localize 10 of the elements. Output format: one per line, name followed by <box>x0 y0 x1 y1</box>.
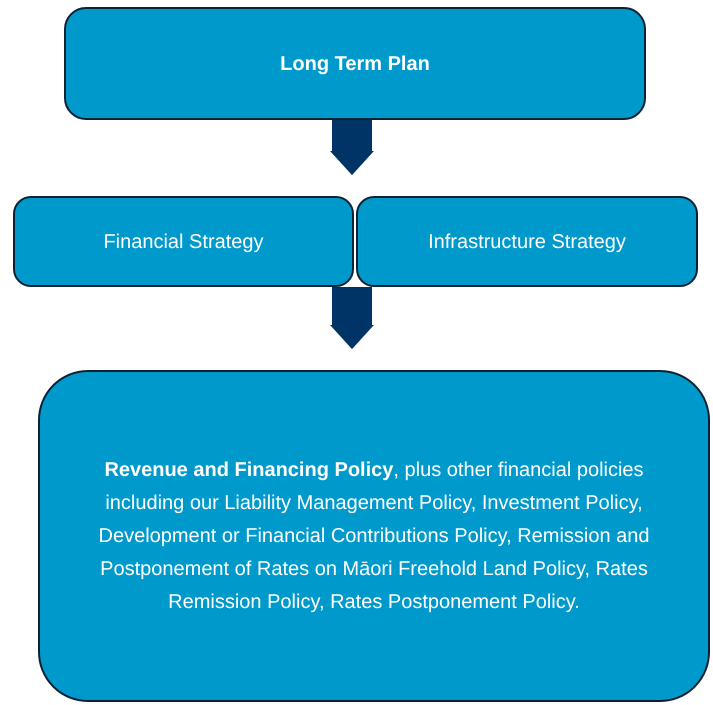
process-box <box>13 196 354 287</box>
box-text: Infrastructure Strategy <box>428 230 626 254</box>
process-box <box>356 196 698 287</box>
block-arrow <box>330 287 374 350</box>
process-box <box>64 7 646 120</box>
box-text: Financial Strategy <box>103 230 264 254</box>
box-text: Revenue and Financing Policy, plus other financial policies including our Liability Management Policy, Investment Policy, Development or Financial Contributions Policy, Remission and Postponement of Rates on Māori Freehold Land Policy, Rates Remission Policy, Rates Postponement Policy. <box>98 458 650 614</box>
process-box <box>38 370 710 702</box>
block-arrow <box>330 120 374 176</box>
box-text: Long Term Plan <box>280 52 430 76</box>
